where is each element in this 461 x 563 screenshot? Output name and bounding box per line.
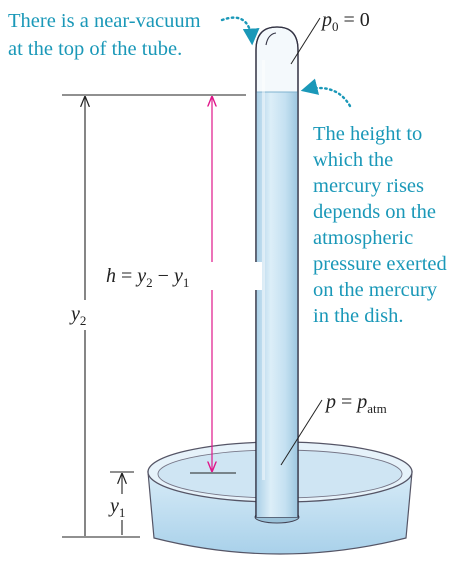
y1-label-background <box>109 494 139 520</box>
vacuum-note-line-1: There is a near-vacuum <box>8 10 201 32</box>
y2-label: y2 <box>69 303 86 328</box>
height-note-line: The height to <box>313 123 422 145</box>
height-note-line: pressure exerted <box>313 253 447 275</box>
height-expression-label: h = y2 − y1 <box>106 265 189 290</box>
mercury-column <box>256 92 298 517</box>
height-note-line: depends on the <box>313 201 436 223</box>
y1-label: y1 <box>108 495 125 520</box>
p0-leader-line <box>290 17 321 65</box>
vacuum-note-line-2: at the top of the tube. <box>8 38 182 60</box>
height-note-line: on the mercury <box>313 279 438 301</box>
glass-tube <box>255 26 299 518</box>
y2-label-background <box>70 300 100 330</box>
patm-label: p = patm <box>324 391 387 416</box>
vacuum-callout-arrow <box>220 16 260 46</box>
height-callout-arrow <box>300 78 352 108</box>
height-note-line: atmospheric <box>313 227 413 249</box>
height-note-line: which the <box>313 149 393 171</box>
patm-leader-line <box>280 399 323 466</box>
height-note: The height to which the mercury rises de… <box>313 123 447 327</box>
height-note-line: in the dish. <box>313 305 404 327</box>
height-note-line: mercury rises <box>313 175 424 197</box>
h-label-background <box>94 262 262 290</box>
p0-label: p0 = 0 <box>320 9 370 34</box>
